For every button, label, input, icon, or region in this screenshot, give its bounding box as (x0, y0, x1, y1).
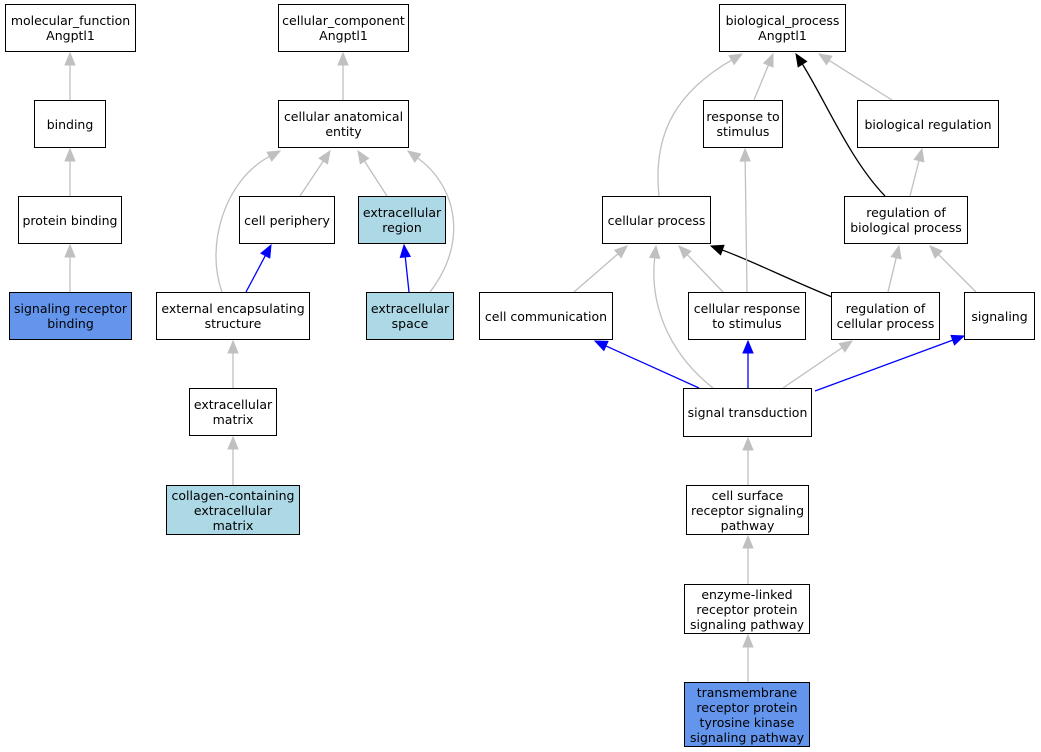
edge-signal-transduction-to-cellular-process-arrowhead (648, 244, 661, 260)
edge-binding-to-mf-root-arrowhead (64, 51, 76, 66)
node-transmembrane-rtk: transmembrane receptor protein tyrosine … (684, 682, 810, 747)
edge-extracellular-space-to-cellular-anatomical-entity (417, 157, 455, 293)
node-protein-binding: protein binding (18, 196, 122, 244)
edge-biological-regulation-to-bp-root (828, 59, 893, 101)
edge-extracellular-space-to-cellular-anatomical-entity-arrowhead (406, 150, 422, 163)
node-cc-root: cellular_component Angptl1 (278, 4, 409, 52)
node-extracellular-space: extracellular space (366, 292, 454, 340)
node-bp-root: biological_process Angptl1 (719, 4, 846, 52)
edge-regulation-biological-process-to-bp-root (801, 63, 886, 197)
edge-external-encapsulating-structure-to-cell-periphery (245, 255, 266, 293)
edge-enzyme-linked-receptor-to-cell-surface-receptor-signaling-arrowhead (742, 534, 754, 549)
edge-regulation-cellular-process-to-regulation-biological-process (887, 257, 897, 293)
edge-regulation-biological-process-to-biological-regulation (909, 160, 920, 197)
node-signal-transduction: signal transduction (683, 388, 812, 437)
edge-cellular-anatomical-entity-to-cc-root-arrowhead (337, 51, 349, 66)
edge-signaling-to-regulation-biological-process-arrowhead (929, 245, 943, 259)
edge-signal-transduction-to-signaling-arrowhead (950, 334, 966, 346)
node-response-to-stimulus: response to stimulus (703, 100, 783, 148)
node-cell-surface-receptor-signaling: cell surface receptor signaling pathway (686, 485, 809, 535)
node-cell-communication: cell communication (479, 292, 613, 340)
node-cellular-anatomical-entity: cellular anatomical entity (278, 100, 409, 148)
edge-cellular-response-to-stimulus-to-response-to-stimulus-arrowhead (739, 147, 751, 162)
node-binding: binding (34, 100, 106, 148)
edge-cellular-process-to-bp-root-arrowhead (728, 53, 744, 66)
edge-cell-communication-to-cellular-process-arrowhead (613, 245, 628, 259)
edge-response-to-stimulus-to-bp-root (753, 64, 770, 101)
edge-cell-periphery-to-cellular-anatomical-entity (299, 160, 324, 197)
edge-regulation-cellular-process-to-cellular-process (722, 249, 833, 298)
node-biological-regulation: biological regulation (857, 100, 999, 148)
edge-biological-regulation-to-bp-root-arrowhead (817, 53, 833, 66)
edge-regulation-biological-process-to-biological-regulation-arrowhead (913, 147, 925, 163)
node-signaling-receptor-binding: signaling receptor binding (9, 292, 132, 340)
edge-cell-communication-to-cellular-process (573, 253, 619, 293)
edge-regulation-cellular-process-to-cellular-process-arrowhead (709, 244, 725, 256)
node-enzyme-linked-receptor: enzyme-linked receptor protein signaling… (684, 584, 810, 634)
edge-cellular-response-to-stimulus-to-cellular-process-arrowhead (678, 245, 692, 260)
edge-regulation-cellular-process-to-regulation-biological-process-arrowhead (890, 244, 902, 260)
edge-cellular-response-to-stimulus-to-response-to-stimulus (744, 160, 748, 293)
node-cell-periphery: cell periphery (239, 196, 335, 244)
edge-external-encapsulating-structure-to-cellular-anatomical-entity-arrowhead (266, 150, 282, 162)
edge-extracellular-region-to-cellular-anatomical-entity-arrowhead (357, 149, 370, 165)
edge-cellular-response-to-stimulus-to-cellular-process (686, 254, 724, 293)
node-external-encapsulating-structure: external encapsulating structure (156, 292, 310, 340)
node-extracellular-matrix: extracellular matrix (189, 388, 277, 436)
edge-signal-transduction-to-cellular-process (653, 257, 714, 389)
edge-cell-periphery-to-cellular-anatomical-entity-arrowhead (318, 149, 331, 165)
edge-extracellular-space-to-extracellular-region-arrowhead (399, 243, 412, 259)
edge-extracellular-matrix-to-external-encapsulating-structure-arrowhead (227, 339, 239, 354)
edge-transmembrane-rtk-to-enzyme-linked-receptor-arrowhead (742, 633, 754, 648)
edge-extracellular-region-to-cellular-anatomical-entity (363, 160, 388, 197)
node-regulation-cellular-process: regulation of cellular process (831, 292, 940, 340)
edge-regulation-biological-process-to-bp-root-arrowhead (795, 52, 808, 68)
edge-external-encapsulating-structure-to-cell-periphery-arrowhead (260, 243, 272, 259)
edge-signaling-to-regulation-biological-process (938, 254, 977, 293)
edge-signal-transduction-to-signaling (814, 339, 953, 392)
edge-signal-transduction-to-regulation-cellular-process-arrowhead (838, 340, 854, 353)
edge-response-to-stimulus-to-bp-root-arrowhead (762, 52, 774, 68)
edge-external-encapsulating-structure-to-cellular-anatomical-entity (215, 156, 270, 293)
node-extracellular-region: extracellular region (358, 196, 446, 244)
node-collagen-matrix: collagen-containing extracellular matrix (166, 485, 300, 535)
node-cellular-process: cellular process (602, 196, 711, 244)
edge-protein-binding-to-binding-arrowhead (64, 147, 76, 162)
node-regulation-biological-process: regulation of biological process (844, 196, 968, 244)
edge-signal-transduction-to-cell-communication (605, 345, 700, 389)
edge-signaling-receptor-binding-to-protein-binding-arrowhead (64, 243, 76, 258)
node-cellular-response-to-stimulus: cellular response to stimulus (688, 292, 806, 340)
edge-cellular-process-to-bp-root (657, 59, 732, 197)
edge-collagen-matrix-to-extracellular-matrix-arrowhead (227, 435, 239, 450)
node-mf-root: molecular_function Angptl1 (5, 4, 136, 52)
edge-cell-surface-receptor-signaling-to-signal-transduction-arrowhead (742, 436, 754, 451)
edge-extracellular-space-to-extracellular-region (404, 256, 410, 293)
edge-signal-transduction-to-cellular-response-to-stimulus-arrowhead (742, 339, 754, 354)
node-signaling: signaling (964, 292, 1035, 340)
edge-signal-transduction-to-regulation-cellular-process (782, 347, 843, 389)
edge-signal-transduction-to-cell-communication-arrowhead (593, 340, 609, 352)
